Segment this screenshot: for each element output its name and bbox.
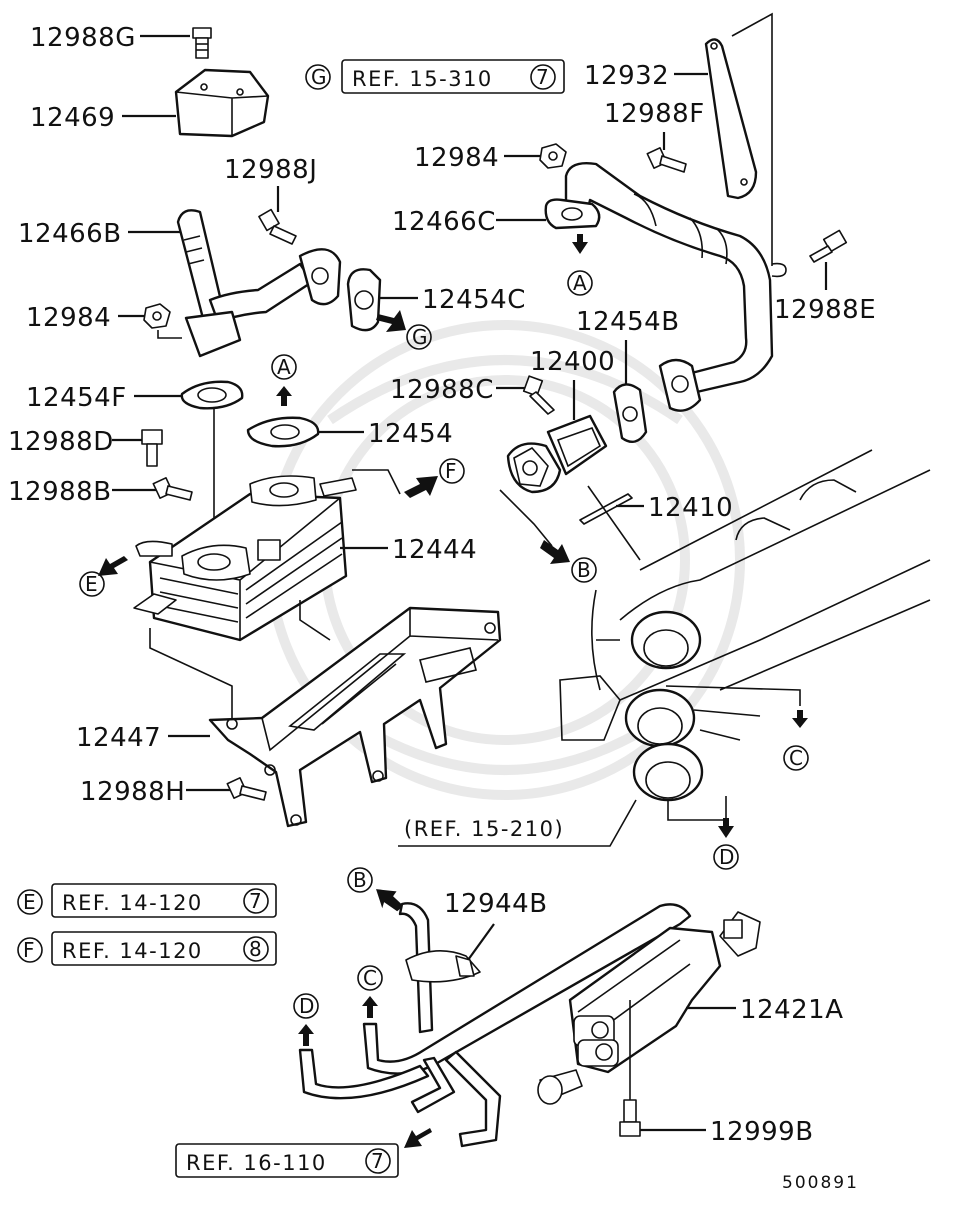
label-12988H: 12988H xyxy=(80,777,185,807)
label-12999B: 12999B xyxy=(710,1117,814,1147)
connector-B-bottom: B xyxy=(353,868,367,892)
label-12944B: 12944B xyxy=(444,889,548,919)
label-12469: 12469 xyxy=(30,103,115,133)
egr-cooler-12444 xyxy=(133,475,357,642)
pipe-12466B xyxy=(176,209,342,358)
label-12988C: 12988C xyxy=(390,375,494,405)
figure-number: 500891 xyxy=(782,1173,859,1193)
bolt-12988H xyxy=(226,776,267,801)
gasket-12454B xyxy=(612,383,648,444)
label-12410: 12410 xyxy=(648,493,733,523)
bolt-12988B xyxy=(152,476,193,501)
bolt-12988E xyxy=(809,229,848,263)
label-12932: 12932 xyxy=(584,61,669,91)
pipe-12466C xyxy=(544,162,774,412)
label-12454B: 12454B xyxy=(576,307,680,337)
connector-B-top: B xyxy=(577,558,591,582)
egr-valve-12400 xyxy=(506,414,608,494)
label-12988D: 12988D xyxy=(8,427,114,457)
ref-16-110-num: 7 xyxy=(371,1149,384,1173)
connector-F: F xyxy=(445,459,457,483)
bolt-12988C xyxy=(522,375,555,415)
gasket-12454C xyxy=(346,268,382,332)
label-12988J: 12988J xyxy=(224,155,317,185)
clip-12410 xyxy=(579,493,633,525)
ref-E-num: 7 xyxy=(249,889,262,913)
ref-G-num: 7 xyxy=(536,65,549,89)
solenoid-valve-12421A xyxy=(537,911,761,1105)
label-12988G: 12988G xyxy=(30,23,136,53)
gasket-12454 xyxy=(246,416,320,448)
connector-C-bottom: C xyxy=(363,966,377,990)
ref-F-letter: F xyxy=(23,938,35,962)
ref-F-text: REF. 14-120 xyxy=(62,939,203,963)
label-12454C: 12454C xyxy=(422,285,526,315)
connector-C-top: C xyxy=(789,746,803,770)
nut-12984-left xyxy=(143,303,171,329)
label-12444: 12444 xyxy=(392,535,477,565)
connector-G: G xyxy=(412,325,428,349)
ref-15-210: (REF. 15-210) xyxy=(404,817,564,841)
connector-A-right: A xyxy=(573,271,587,295)
label-12454F: 12454F xyxy=(26,383,127,413)
label-12988F: 12988F xyxy=(604,99,705,129)
vacuum-hoses-12944B xyxy=(298,902,692,1148)
connector-D-top: D xyxy=(719,845,734,869)
bolt-12988G xyxy=(192,27,212,59)
cover-12469 xyxy=(174,68,270,138)
ref-E-letter: E xyxy=(23,890,36,914)
ref-E-text: REF. 14-120 xyxy=(62,891,203,915)
bolt-12988F xyxy=(646,146,687,173)
label-12988B: 12988B xyxy=(8,477,112,507)
connector-E: E xyxy=(85,572,98,596)
label-12466B: 12466B xyxy=(18,219,122,249)
gasket-12454F xyxy=(180,380,244,410)
label-12988E: 12988E xyxy=(774,295,876,325)
label-12984-top: 12984 xyxy=(414,143,499,173)
connector-A-left: A xyxy=(277,355,291,379)
bolt-12999B xyxy=(619,1099,641,1137)
ref-G-text: REF. 15-310 xyxy=(352,67,493,91)
label-12447: 12447 xyxy=(76,723,161,753)
bolt-12988D xyxy=(141,429,163,467)
label-12454: 12454 xyxy=(368,419,453,449)
connector-D-bottom: D xyxy=(299,994,314,1018)
label-12984-left: 12984 xyxy=(26,303,111,333)
ref-G-letter: G xyxy=(311,65,327,89)
ref-16-110-text: REF. 16-110 xyxy=(186,1151,327,1175)
ref-F-num: 8 xyxy=(249,937,262,961)
label-12400: 12400 xyxy=(530,347,615,377)
bracket-12447 xyxy=(208,606,502,828)
label-12421A: 12421A xyxy=(740,995,844,1025)
brace-12932 xyxy=(704,38,758,200)
nut-12984-top xyxy=(539,143,567,169)
label-12466C: 12466C xyxy=(392,207,496,237)
intake-manifold xyxy=(559,449,931,741)
bolt-12988J xyxy=(258,208,297,245)
